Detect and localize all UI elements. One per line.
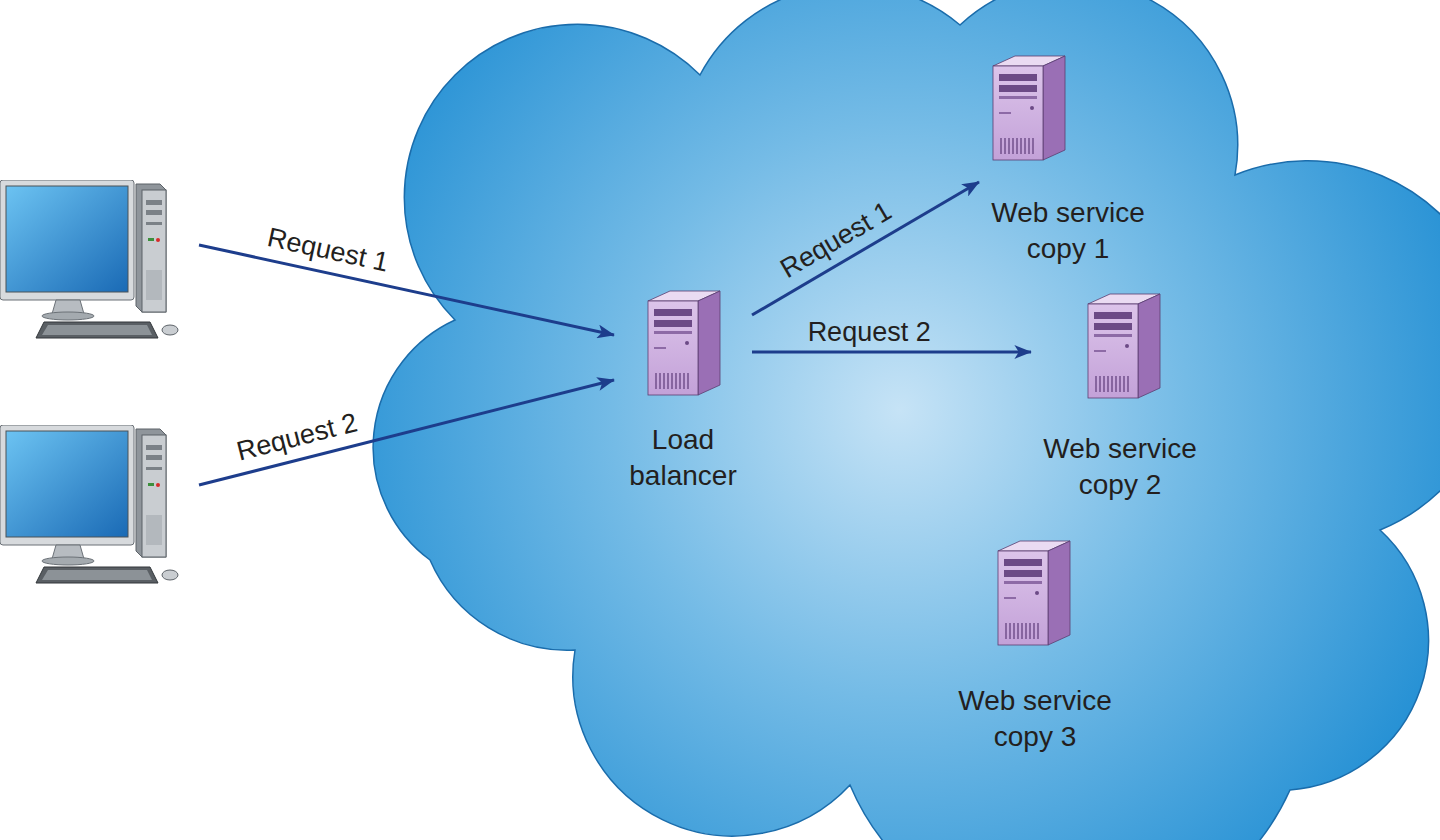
cloud-outline bbox=[373, 0, 1440, 840]
server-node: Web service copy 2 bbox=[1035, 286, 1205, 508]
server-icon bbox=[1080, 288, 1165, 400]
server-icon bbox=[985, 50, 1070, 162]
request-arrow bbox=[752, 351, 1031, 354]
edge-label: Request 1 bbox=[265, 222, 392, 280]
server-node: Load balancer bbox=[618, 282, 748, 499]
client-computer bbox=[0, 180, 195, 345]
edge-label: Request 2 bbox=[808, 316, 931, 348]
edge-label: Request 2 bbox=[234, 407, 361, 469]
request-arrow bbox=[752, 182, 979, 315]
request-arrow bbox=[199, 380, 614, 485]
node-label: Web service copy 1 bbox=[983, 195, 1153, 268]
server-node: Web service copy 1 bbox=[983, 48, 1153, 272]
request-arrow bbox=[199, 245, 614, 335]
computer-icon bbox=[0, 180, 190, 345]
node-label: Load balancer bbox=[618, 422, 748, 495]
computer-icon bbox=[0, 425, 190, 590]
node-label: Web service copy 3 bbox=[950, 683, 1120, 756]
server-node: Web service copy 3 bbox=[950, 533, 1120, 760]
edge-label: Request 1 bbox=[775, 195, 898, 285]
server-icon bbox=[990, 535, 1075, 647]
client-computer bbox=[0, 425, 195, 590]
server-icon bbox=[640, 285, 725, 397]
node-label: Web service copy 2 bbox=[1035, 431, 1205, 504]
